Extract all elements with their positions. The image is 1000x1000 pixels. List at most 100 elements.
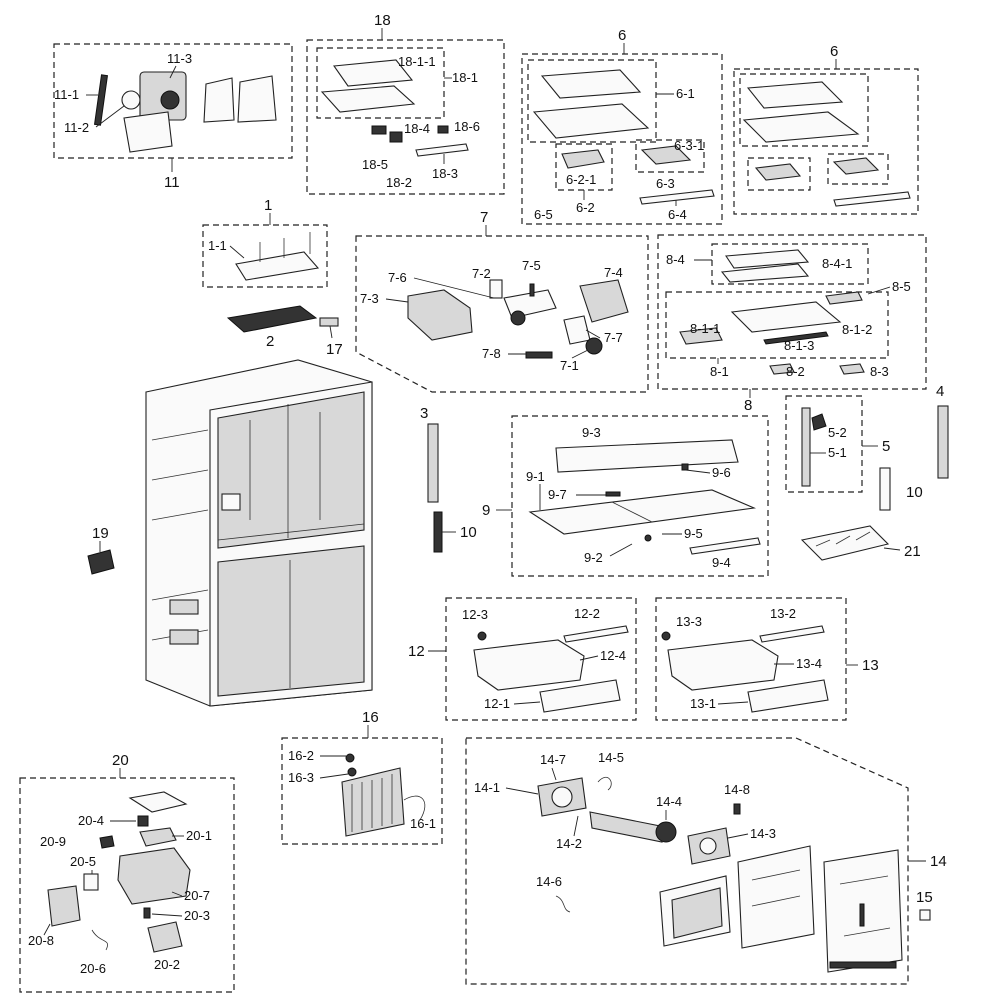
callout-5-2: 5-2 — [828, 425, 847, 440]
part-9-4-strip — [689, 537, 761, 555]
callout-18-5: 18-5 — [362, 157, 388, 172]
callout-13-3: 13-3 — [676, 614, 702, 629]
part-10-center — [433, 511, 443, 553]
callout-8-1-3: 8-1-3 — [784, 338, 814, 353]
callout-20-2: 20-2 — [154, 957, 180, 972]
part-12-3-cap — [477, 631, 487, 641]
callout-20-4: 20-4 — [78, 813, 104, 828]
part-7-gear — [510, 310, 526, 326]
callout-10-center: 10 — [460, 524, 477, 541]
group-1: 1 1-1 — [202, 197, 328, 288]
cabinet-port — [221, 493, 241, 511]
callout-9-4: 9-4 — [712, 555, 731, 570]
part-15 — [919, 909, 931, 921]
callout-8-3: 8-3 — [870, 364, 889, 379]
part-6-right-glass — [746, 81, 844, 109]
part-12-1-cover — [539, 679, 621, 713]
callout-13-4: 13-4 — [796, 656, 822, 671]
callout-10-right: 10 — [906, 484, 923, 501]
callout-9-3: 9-3 — [582, 425, 601, 440]
callout-7-7: 7-7 — [604, 330, 623, 345]
group-8-1-box — [665, 291, 889, 359]
callout-8-4-1: 8-4-1 — [822, 256, 852, 271]
group-11: 11-1 11-2 11-3 11 — [53, 43, 293, 191]
callout-12: 12 — [408, 643, 425, 660]
part-14-2-duct — [589, 811, 663, 843]
callout-20-9: 20-9 — [40, 834, 66, 849]
callout-1-1: 1-1 — [208, 238, 227, 253]
callout-11-2: 11-2 — [64, 120, 89, 135]
part-10-right — [879, 467, 891, 511]
part-14-8 — [733, 803, 741, 815]
part-20-3 — [143, 907, 151, 919]
part-7-3-housing — [407, 289, 473, 341]
group-19: 19 — [87, 525, 115, 575]
part-8-1-2-rail — [825, 291, 863, 305]
part-12-crisper-bin — [473, 639, 585, 691]
group-6-right-frame-box — [739, 73, 869, 147]
part-18-3-strip — [415, 143, 469, 157]
callout-18-1-1: 18-1-1 — [398, 54, 436, 69]
callout-18: 18 — [374, 12, 391, 29]
group-6-right-bracket-a-box — [747, 157, 811, 191]
callout-18-2: 18-2 — [386, 175, 412, 190]
group-9-box — [511, 415, 769, 577]
callout-8-5: 8-5 — [892, 279, 911, 294]
part-20-4 — [137, 815, 149, 827]
group-4: 4 — [936, 383, 949, 479]
callout-13: 13 — [862, 657, 879, 674]
callout-5-1: 5-1 — [828, 445, 847, 460]
callout-12-2: 12-2 — [574, 606, 600, 621]
part-7-8 — [525, 351, 553, 359]
part-19 — [87, 549, 115, 575]
callout-6-5: 6-5 — [534, 207, 553, 222]
group-2-17: 2 17 — [226, 305, 343, 358]
part-13-2-strip — [759, 625, 825, 643]
part-20-icemaker-body — [117, 847, 191, 905]
part-11-2-knob — [121, 90, 141, 110]
callout-6-2-1: 6-2-1 — [566, 172, 596, 187]
group-8-box — [657, 234, 927, 390]
part-6-3-bracket — [640, 145, 692, 165]
group-14-box — [465, 737, 909, 985]
callout-7-6: 7-6 — [388, 270, 407, 285]
part-16-2 — [345, 753, 355, 763]
group-21: 21 — [800, 525, 921, 561]
part-6-right-frame — [742, 111, 860, 143]
part-16-3 — [347, 767, 357, 777]
part-8-1-3-strip — [763, 331, 829, 345]
callout-14-2: 14-2 — [556, 836, 582, 851]
part-13-1-cover — [747, 679, 829, 713]
group-6-1-box — [527, 59, 657, 143]
group-10-right: 10 — [879, 467, 923, 511]
freezer-compartment — [217, 545, 365, 697]
part-18-1-frame — [320, 85, 416, 113]
callout-14-8: 14-8 — [724, 782, 750, 797]
part-17-clip — [319, 317, 339, 327]
part-13-crisper-bin — [667, 639, 779, 691]
callout-14-3: 14-3 — [750, 826, 776, 841]
group-13-box — [655, 597, 847, 721]
part-7-1-motor — [585, 337, 603, 355]
callout-7-3: 7-3 — [360, 291, 379, 306]
callout-6-2: 6-2 — [576, 200, 595, 215]
part-3-rail — [427, 423, 439, 503]
part-7-4-bracket — [579, 279, 629, 323]
group-20: 20 20-4 20-1 20-9 20-5 20-7 20-8 20-3 20… — [19, 752, 235, 993]
callout-20-3: 20-3 — [184, 908, 210, 923]
callout-7-5: 7-5 — [522, 258, 541, 273]
callout-11-1: 11-1 — [54, 87, 79, 102]
part-6-right-strip — [833, 191, 911, 207]
callout-18-1: 18-1 — [452, 70, 478, 85]
callout-9-5: 9-5 — [684, 526, 703, 541]
callout-19: 19 — [92, 525, 109, 542]
group-20-box — [19, 777, 235, 993]
part-11-cover-b — [237, 75, 277, 123]
part-14-panel-slot — [859, 903, 865, 927]
callout-16-3: 16-3 — [288, 770, 314, 785]
callout-7: 7 — [480, 209, 488, 226]
callout-20-6: 20-6 — [80, 961, 106, 976]
part-11-cover-a — [203, 77, 235, 123]
callout-18-4: 18-4 — [404, 121, 430, 136]
